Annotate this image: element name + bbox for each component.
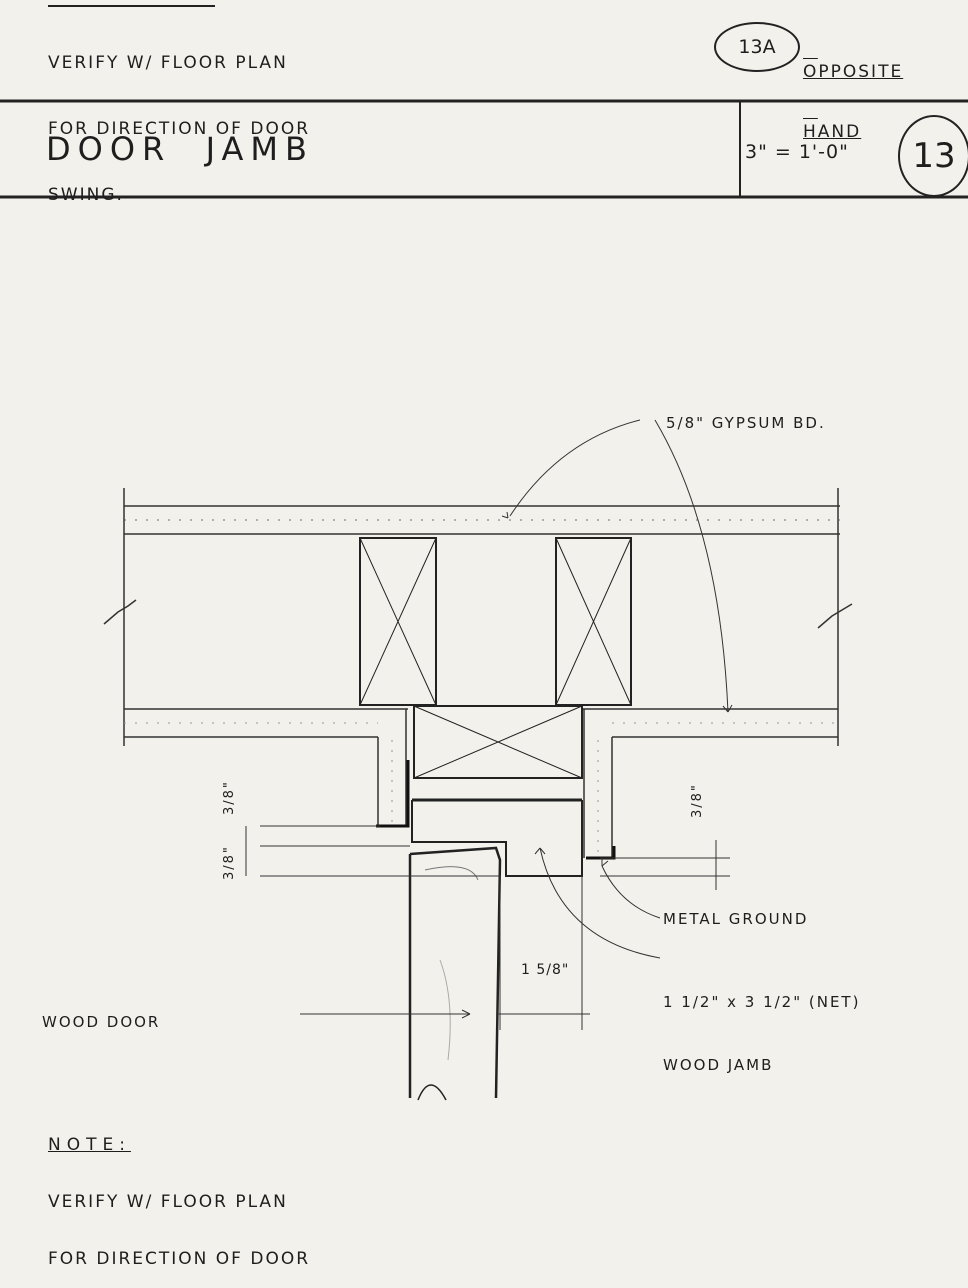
alt-caption-line: HAND: [803, 122, 862, 142]
drawing-title: DOOR JAMB: [46, 130, 314, 168]
gypsum-label: 5/8" GYPSUM BD.: [666, 414, 826, 432]
drawing-scale: 3" = 1'-0": [745, 141, 849, 163]
wood-jamb-label: 1 1/2" x 3 1/2" (NET) WOOD JAMB: [663, 950, 860, 1097]
detail-number-bubble: 13: [898, 115, 968, 197]
footer-note-line: VERIFY W/ FLOOR PLAN: [48, 1192, 288, 1212]
wood-jamb: [411, 777, 583, 877]
leader-lines: [300, 419, 733, 1019]
top-note-line: SWING.: [48, 185, 124, 205]
left-reveal-upper-dimension: 3/8": [222, 780, 237, 815]
alt-detail-ref-bubble: 13A: [714, 22, 800, 72]
jamb-label-line: 1 1/2" x 3 1/2" (NET): [663, 993, 861, 1011]
wall-ends: [123, 488, 839, 746]
metal-ground-label: METAL GROUND: [663, 910, 809, 928]
footer-note: NOTE: VERIFY W/ FLOOR PLAN FOR DIRECTION…: [48, 1098, 310, 1288]
header-blocking: [413, 705, 583, 779]
stud-right: [555, 537, 632, 706]
stud-left: [359, 537, 437, 706]
alt-detail-ref: 13A: [738, 36, 776, 58]
footer-note-line: FOR DIRECTION OF DOOR: [48, 1249, 311, 1269]
left-reveal-lower-dimension: 3/8": [222, 845, 237, 880]
top-note-line: FOR DIRECTION OF DOOR: [48, 119, 311, 139]
upper-gypsum-board: [124, 505, 840, 535]
wood-door-label: WOOD DOOR: [42, 1013, 161, 1031]
break-symbols: [103, 599, 853, 629]
right-reveal-dimension: 3/8": [690, 783, 705, 818]
dimension-lines: [245, 825, 730, 1030]
top-note-line: VERIFY W/ FLOOR PLAN: [48, 53, 288, 73]
alt-detail-caption: OPPOSITE HAND: [803, 22, 903, 162]
alt-caption-line: OPPOSITE: [803, 62, 904, 82]
door-jamb-drawing: [0, 5, 968, 1101]
top-note: VERIFY W/ FLOOR PLAN FOR DIRECTION OF DO…: [48, 8, 468, 228]
wood-door: [408, 846, 502, 1101]
detail-number: 13: [912, 136, 956, 176]
footer-note-heading: NOTE:: [48, 1135, 131, 1155]
jamb-label-line: WOOD JAMB: [663, 1056, 774, 1074]
title-block-rules: [0, 5, 968, 199]
lower-gypsum-board: [124, 708, 838, 738]
jamb-offset-dimension: 1 5/8": [521, 962, 570, 978]
gypsum-returns: [377, 709, 613, 858]
